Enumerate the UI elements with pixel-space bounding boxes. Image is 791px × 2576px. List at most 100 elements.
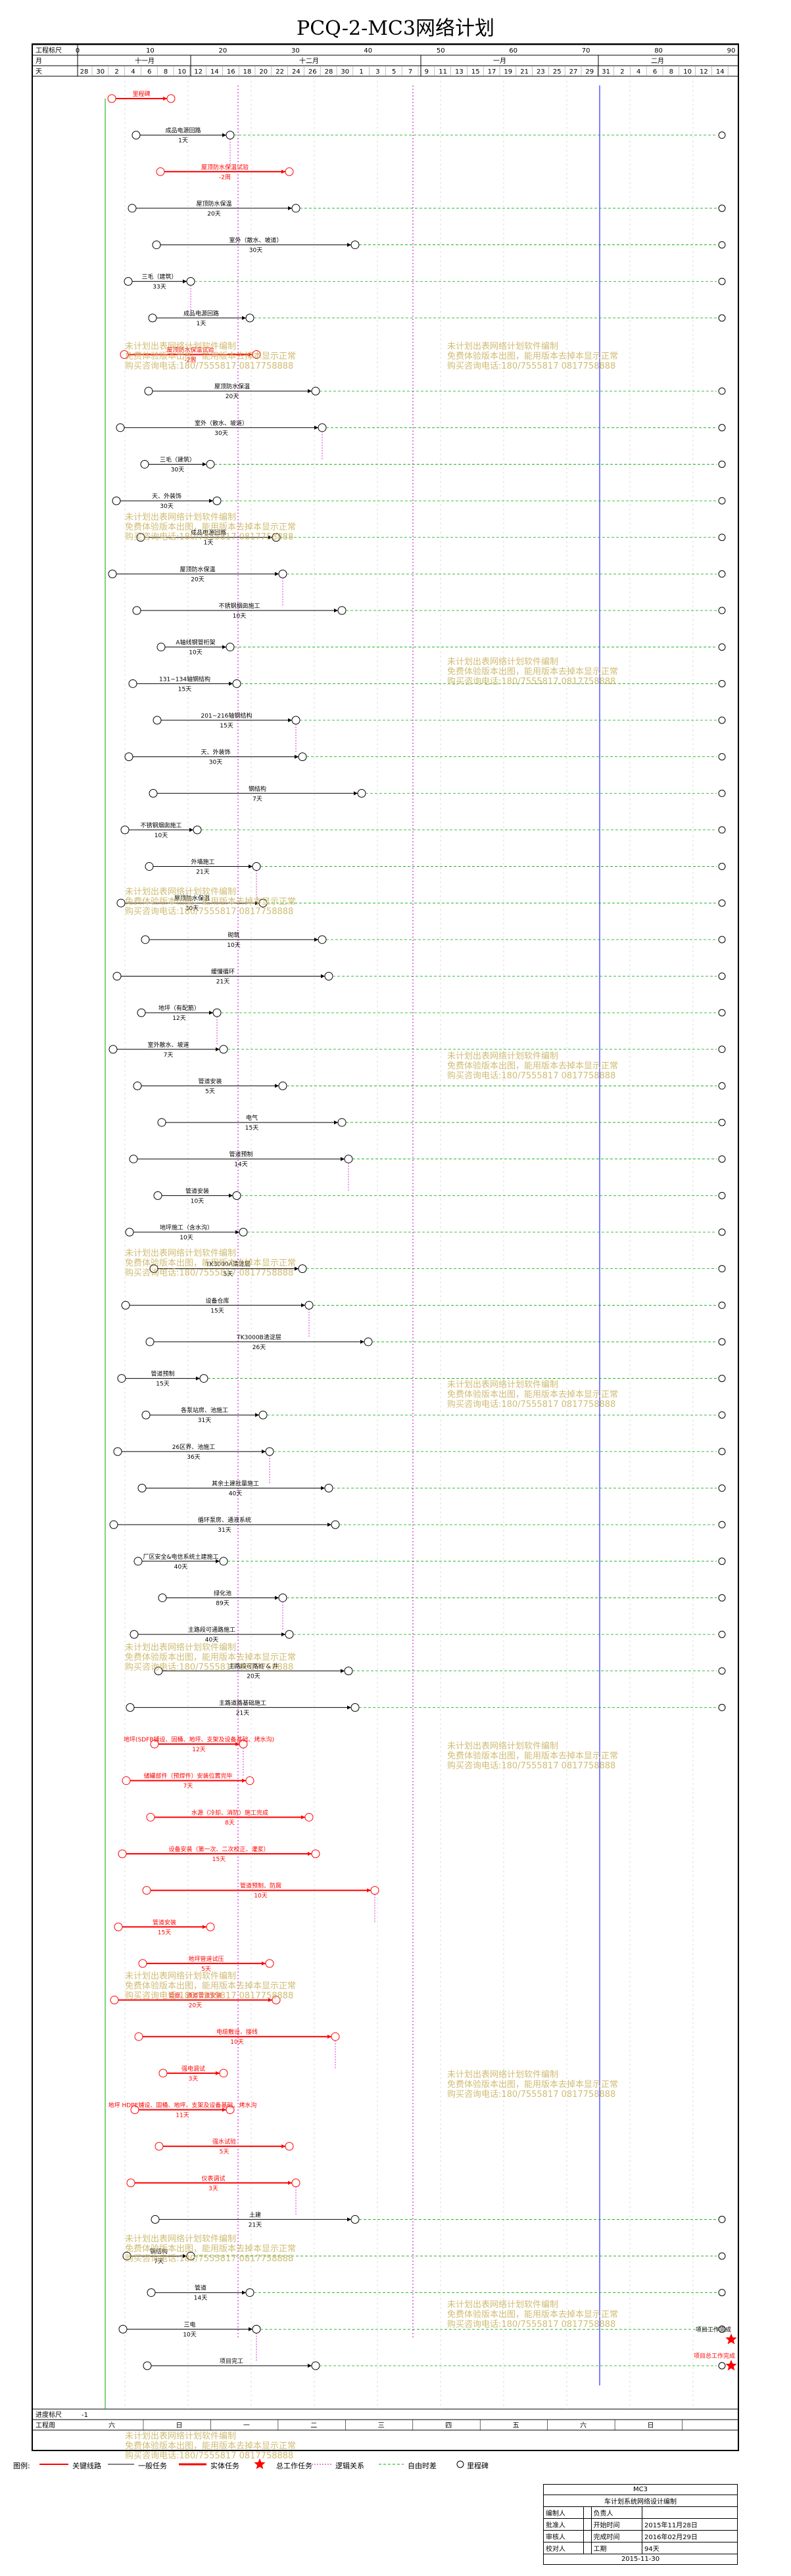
watermark-block: 未计划出表网络计划软件编制免费体验版本出图，能用版本去掉本显示正常购买咨询电话:… (447, 2070, 618, 2100)
day-label: 13 (455, 68, 464, 76)
week-label: 六 (580, 2422, 587, 2429)
activity-duration: 30天 (171, 467, 184, 473)
event-node (149, 789, 158, 798)
activity-label: 里程碑 (132, 90, 150, 98)
activity-label: 管道预制 (151, 1370, 174, 1378)
activity-duration: 10天 (230, 2039, 243, 2046)
activity-label: 循环泵房、通液系统 (198, 1516, 251, 1524)
activity-duration: 20天 (247, 1674, 260, 1680)
milestone-star (725, 2334, 737, 2345)
event-node (107, 94, 116, 103)
watermark-line: 免费体验版本出图，能用版本去掉本显示正常 (447, 1390, 619, 1400)
event-node (350, 241, 360, 250)
activity-duration: 15天 (158, 1929, 171, 1936)
info-cell: 完成时间 (590, 2530, 643, 2542)
activity-duration: 14天 (234, 1162, 247, 1168)
activity-label: 绿化池 (214, 1589, 231, 1597)
watermark-line: 未计划出表网络计划软件编制 (125, 1249, 237, 1258)
watermark-line: 免费体验版本出图，能用版本去掉本显示正常 (125, 2244, 297, 2254)
info-cell: 工期 (590, 2542, 643, 2554)
activity-label: 管道预制 (229, 1151, 252, 1159)
activity-label: 室外（散水、坡道） (195, 419, 248, 427)
end-node (718, 497, 726, 505)
day-label: 4 (636, 68, 640, 76)
day-label: 8 (164, 68, 168, 76)
event-node (344, 1667, 353, 1676)
header-row-label: 工程标尺 (36, 47, 62, 55)
month-label: 二月 (651, 57, 664, 65)
event-node (155, 2142, 164, 2151)
event-node (298, 1264, 307, 1274)
watermark-line: 未计划出表网络计划软件编制 (447, 1051, 559, 1061)
scale-number: 20 (219, 47, 228, 55)
end-node (718, 1630, 726, 1638)
activity-label: 三电 (183, 2320, 195, 2328)
activity-label: TK3000B清淀层 (236, 1333, 281, 1341)
activity-label: 成品电源回路 (183, 310, 219, 317)
day-label: 19 (504, 68, 512, 76)
activity-duration: 20天 (207, 211, 220, 218)
arrow-head (262, 1449, 266, 1454)
activity-duration: 31天 (198, 1417, 211, 1424)
end-node (718, 716, 726, 724)
activity-label: 砌筑 (228, 931, 239, 939)
watermark-line: 免费体验版本出图，能用版本去掉本显示正常 (125, 1653, 297, 1663)
event-node (137, 1484, 147, 1493)
event-node (212, 1008, 222, 1017)
event-node (285, 1630, 294, 1639)
event-node (130, 1630, 139, 1639)
event-node (166, 94, 176, 103)
event-node (132, 131, 141, 140)
event-node (226, 643, 235, 652)
day-label: 20 (259, 68, 268, 76)
watermark-line: 免费体验版本出图，能用版本去掉本显示正常 (125, 2441, 297, 2451)
event-node (226, 131, 235, 140)
legend-title: 图例: (13, 2462, 30, 2470)
activity-label: 26区界、池施工 (172, 1443, 215, 1451)
event-node (112, 496, 121, 505)
arrow-head (301, 1815, 305, 1820)
watermark-block: 未计划出表网络计划软件编制免费体验版本出图，能用版本去掉本显示正常购买咨询电话:… (447, 2300, 618, 2330)
activity-label: 管廊、通道管道安装 (168, 1992, 222, 2000)
end-node (718, 1191, 726, 1199)
activity-label: TK3000A清淀层 (205, 1260, 250, 1268)
end-node (718, 1046, 726, 1053)
activity-label: 外墙施工 (191, 858, 214, 866)
month-label: 十二月 (299, 57, 319, 65)
scale-number: 70 (582, 47, 590, 55)
footer-scale-start: -1 (82, 2412, 88, 2419)
event-node (144, 386, 153, 396)
arrow-head (255, 901, 259, 906)
watermark-line: 购买咨询电话:180/7555817 0817758888 (125, 532, 294, 542)
activity-duration: 20天 (189, 2003, 202, 2010)
activity-duration: 11天 (176, 2112, 189, 2119)
day-label: 18 (243, 68, 252, 76)
day-label: 28 (325, 68, 333, 76)
event-node (133, 1557, 143, 1566)
legend-milestone: 里程碑 (467, 2462, 489, 2470)
event-node (141, 935, 150, 944)
watermark-line: 未计划出表网络计划软件编制 (125, 1643, 237, 1653)
activity-label: A轴线钢管桁架 (176, 639, 215, 647)
event-node (212, 496, 222, 505)
watermark-line: 未计划出表网络计划软件编制 (125, 1971, 237, 1981)
event-node (291, 2178, 300, 2188)
event-node (318, 423, 327, 432)
day-label: 30 (341, 68, 349, 76)
watermark-line: 购买咨询电话:180/7555817 0817758888 (125, 1991, 294, 2001)
arrow-head (262, 1961, 266, 1966)
day-label: 14 (210, 68, 219, 76)
arrow-head (203, 1925, 206, 1929)
day-label: 16 (227, 68, 235, 76)
watermark-line: 免费体验版本出图，能用版本去掉本显示正常 (447, 2310, 619, 2320)
watermark-line: 购买咨询电话:180/7555817 0817758888 (447, 1071, 616, 1081)
event-node (206, 459, 215, 469)
info-cell (583, 2530, 592, 2542)
activity-label: 钢结构 (249, 785, 266, 793)
end-node (718, 643, 726, 651)
activity-duration: 40天 (205, 1637, 218, 1644)
arrow-head (347, 242, 351, 247)
end-node (718, 1448, 726, 1456)
